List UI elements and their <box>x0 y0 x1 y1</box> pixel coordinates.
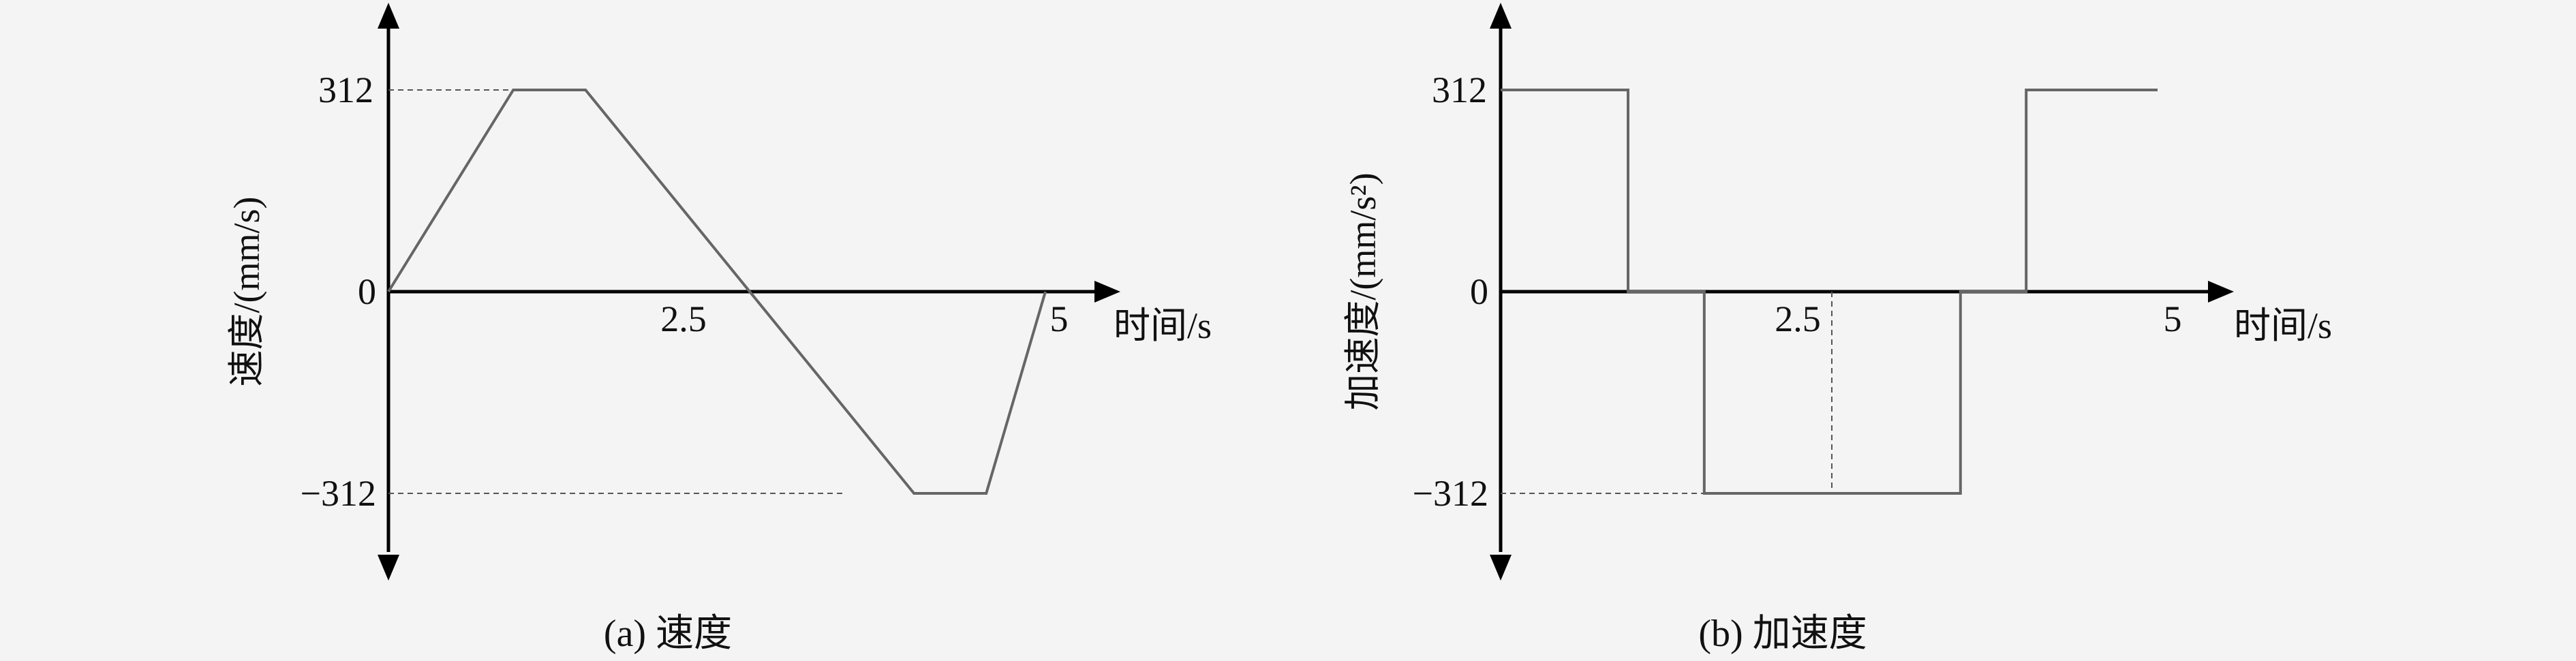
y-tick-neg312-b: −312 <box>1413 473 1488 514</box>
x-axis-title-b: 时间/s <box>2234 305 2332 346</box>
velocity-line <box>387 89 1047 495</box>
x-axis-arrow-b <box>2208 281 2234 303</box>
y-tick-0-b: 0 <box>1470 271 1488 312</box>
y-axis-arrow-down-a <box>378 555 399 581</box>
y-tick-312-a: 312 <box>318 70 373 110</box>
x-tick-2.5-a: 2.5 <box>660 298 707 339</box>
x-tick-5-a: 5 <box>1050 298 1069 339</box>
panel-acceleration: 312 0 −312 2.5 5 时间/s 加速度/(mm/s²) (b) 加速… <box>1343 3 2332 655</box>
y-tick-312-b: 312 <box>1432 70 1487 110</box>
caption-b: (b) 加速度 <box>1698 613 1867 655</box>
caption-a: (a) 速度 <box>604 613 732 655</box>
x-tick-5-b: 5 <box>2164 298 2182 339</box>
y-tick-0-a: 0 <box>358 271 376 312</box>
x-axis-arrow-a <box>1094 281 1120 303</box>
y-axis-arrow-down-b <box>1490 555 1512 581</box>
x-axis-title-a: 时间/s <box>1114 305 1212 346</box>
y-tick-neg312-a: −312 <box>301 473 376 514</box>
panel-velocity: 312 0 −312 2.5 5 时间/s 速度/(mm/s) (a) 速度 <box>226 3 1212 655</box>
y-axis-arrow-up-a <box>378 3 399 29</box>
acceleration-line <box>1501 89 2158 495</box>
x-tick-2.5-b: 2.5 <box>1775 298 1821 339</box>
y-axis-title-a: 速度/(mm/s) <box>226 197 267 387</box>
y-axis-arrow-up-b <box>1490 3 1512 29</box>
y-axis-title-b: 加速度/(mm/s²) <box>1343 172 1383 410</box>
